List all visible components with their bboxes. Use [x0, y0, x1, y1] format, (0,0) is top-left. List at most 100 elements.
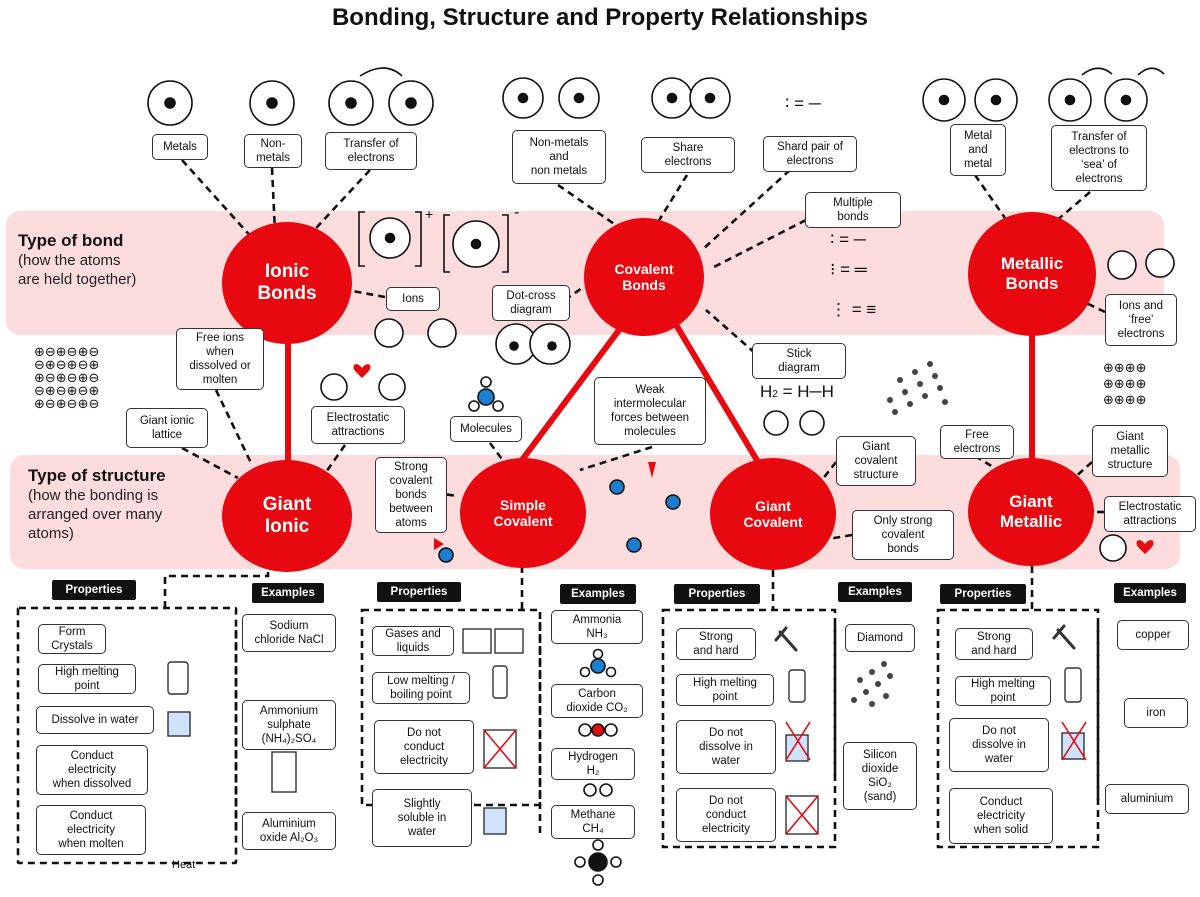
gi-ex1-l1: Sodium	[269, 620, 309, 632]
svg-text:⊖⊕⊖⊕⊖⊕: ⊖⊕⊖⊕⊖⊕	[34, 384, 99, 399]
shared-pair-line1: Shard pair of	[777, 141, 843, 153]
dot-cross-line1: Dot-cross	[506, 290, 556, 302]
shared-pair-symbol: ∶ = ─	[785, 94, 821, 113]
gm-prop3-l2: dissolve in	[972, 739, 1026, 751]
free-ions-line1: Free ions	[196, 332, 244, 344]
sc-prop3-l1: Do not	[407, 727, 441, 739]
gm-ex-iron: iron	[1124, 698, 1188, 728]
strong-line1: Strong	[394, 461, 428, 473]
stick-formula: H2 = H─H	[760, 382, 834, 402]
gm-prop3-l1: Do not	[982, 725, 1016, 737]
gc-ex2-l3: SiO₂	[868, 777, 892, 789]
simple-covalent-line1: Simple	[500, 496, 546, 513]
svg-text:⊕⊕⊕⊕: ⊕⊕⊕⊕	[1103, 361, 1147, 376]
page-title: Bonding, Structure and Property Relation…	[331, 4, 869, 31]
gm-prop1-l1: Strong	[977, 631, 1011, 643]
sc-ex1-l1: Ammonia	[572, 614, 622, 626]
gcs-line3: structure	[853, 469, 899, 481]
cov-nonmetals-line3: non metals	[530, 165, 588, 177]
gi-prop4-l1: Conduct	[70, 750, 114, 762]
giant-metallic-line2: Metallic	[999, 512, 1063, 531]
sc-prop3-l2: conduct	[403, 741, 445, 753]
gm-ex-copper: copper	[1117, 620, 1189, 650]
gm-prop4-l1: Conduct	[979, 796, 1023, 808]
weak-line2: intermolecular	[613, 398, 687, 410]
shared-pair-line2: electrons	[786, 155, 834, 167]
gms-line3: structure	[1107, 459, 1153, 471]
giant-metallic-properties-header: Properties	[940, 584, 1026, 604]
gi-ex3-l1: Aluminium	[262, 818, 316, 830]
strong-line3: bonds	[395, 489, 427, 501]
structure-row-heading: Type of structure (how the bonding is ar…	[28, 466, 228, 543]
triple-bond-symbol: ⋮ = ≡	[830, 300, 877, 319]
simple-covalent-properties-header: Properties	[377, 582, 461, 602]
ionic-bonds-line2: Bonds	[257, 283, 317, 304]
stick-line2: diagram	[778, 362, 820, 374]
multiple-line2: bonds	[837, 211, 869, 223]
sc-prop1-l1: Gases and	[385, 628, 441, 640]
ionic-bonds-line1: Ionic	[264, 261, 310, 283]
giant-covalent-line1: Giant	[755, 497, 791, 514]
simple-covalent-examples-header: Examples	[560, 584, 636, 604]
gm-prop4-l3: when solid	[973, 824, 1029, 836]
gi-ex2-l2: sulphate	[267, 719, 311, 731]
ions-free-electrons-label: Ions and‘free’electrons	[1105, 294, 1177, 346]
covalent-bonds-line2: Bonds	[622, 277, 666, 293]
giant-ionic-line1: Giant	[262, 494, 312, 516]
strong-line5: atoms	[395, 517, 427, 529]
structure-row-sub3: atoms)	[28, 525, 74, 542]
mam-line1: Metal	[963, 130, 993, 142]
svg-text:⊕⊖⊕⊖⊕⊖: ⊕⊖⊕⊖⊕⊖	[34, 371, 99, 386]
only-strong-line2: covalent	[881, 529, 925, 541]
sc-ex4-l2: CH₄	[582, 823, 604, 835]
free-e-line1: Free	[965, 429, 989, 441]
mam-line2: and	[968, 144, 988, 156]
gi-prop2-l2: point	[74, 680, 100, 692]
double-bond-symbol: ⁝ = ═	[830, 260, 867, 279]
anion-charge: -	[514, 204, 520, 221]
sc-prop4-l2: soluble in	[397, 812, 447, 824]
giant-covalent-examples-header: Examples	[838, 582, 912, 602]
cation-charge: +	[425, 206, 434, 222]
bond-row-heading: Type of bond (how the atoms are held tog…	[18, 231, 218, 289]
stick-formula-eq: =	[782, 382, 793, 401]
gc-ex2-l1: Silicon	[863, 749, 897, 761]
met-electrostatic-line1: Electrostatic	[1118, 501, 1182, 513]
weak-line3: forces between	[611, 412, 689, 424]
sea-line1: Transfer of	[1071, 131, 1127, 143]
non-metals-line1: Non-	[260, 138, 286, 150]
svg-text:⊕⊕⊕⊕: ⊕⊕⊕⊕	[1103, 377, 1147, 392]
structure-row-sub2: arranged over many	[28, 506, 163, 523]
transfer-line2: electrons	[347, 152, 395, 164]
gm-prop2-l2: point	[990, 692, 1016, 704]
gm-prop2-l1: High melting	[971, 678, 1035, 690]
molecules-label: Molecules	[450, 416, 522, 442]
non-metals-line2: metals	[256, 152, 290, 164]
sc-ex1-l2: NH₃	[586, 628, 608, 640]
giant-covalent-properties-header: Properties	[674, 584, 760, 604]
gc-prop3-l1: Do not	[709, 727, 743, 739]
sc-ex2-l1: Carbon	[578, 688, 616, 700]
sc-prop3-l3: electricity	[400, 755, 448, 767]
only-strong-line1: Only strong	[873, 515, 933, 527]
molecules-text: Molecules	[460, 423, 512, 435]
